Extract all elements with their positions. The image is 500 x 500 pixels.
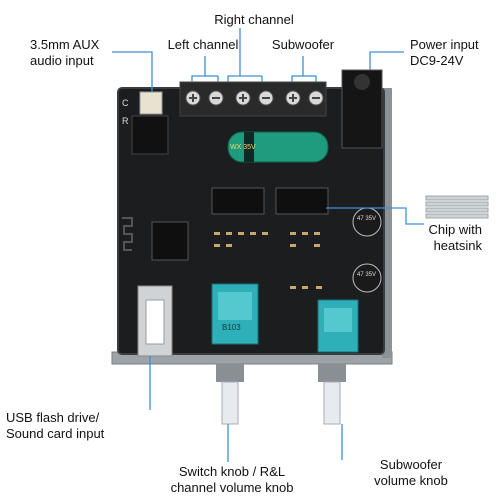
label-switch-knob: Switch knob / R&L channel volume knob <box>170 464 294 495</box>
dc-jack-hole <box>354 74 370 90</box>
label-left-channel: Left channel <box>167 37 239 52</box>
pot-right <box>317 299 359 353</box>
r-marking: R <box>122 116 129 126</box>
knob-shaft-left <box>216 364 244 425</box>
heatsink <box>425 195 489 219</box>
label-usb-input: USB flash drive/ Sound card input <box>6 410 105 441</box>
label-right-channel: Right channel <box>214 12 294 27</box>
usb-port <box>137 285 173 357</box>
label-aux-input: 3.5mm AUX audio input <box>30 37 100 68</box>
large-capacitor <box>227 131 329 163</box>
antenna-trace <box>122 217 133 251</box>
smd-components <box>214 232 322 289</box>
amp-chip-right <box>275 187 329 215</box>
cap-marking: WX 35V <box>230 144 256 151</box>
label-power-input: Power input DC9-24V <box>410 37 479 68</box>
bt-chip <box>151 221 189 261</box>
pot-left <box>211 283 259 345</box>
small-capacitors <box>352 207 382 293</box>
knob-shaft-right <box>318 364 346 425</box>
pot-marking: B103 <box>222 323 241 332</box>
small-cap-marking-b: 47 35V <box>357 272 377 278</box>
c-marking: C <box>122 98 129 108</box>
label-subwoofer: Subwoofer <box>271 37 335 52</box>
metal-side-plate <box>382 88 392 358</box>
label-subwoofer-knob: Subwoofer volume knob <box>374 457 448 488</box>
speaker-terminal-block <box>179 81 327 117</box>
label-chip-heatsink: Chip with heatsink <box>428 222 482 253</box>
small-cap-marking-a: 47 35V <box>357 216 377 222</box>
aux-jack <box>131 91 169 155</box>
annotation-lines <box>112 28 424 462</box>
amp-chip-left <box>211 187 265 215</box>
